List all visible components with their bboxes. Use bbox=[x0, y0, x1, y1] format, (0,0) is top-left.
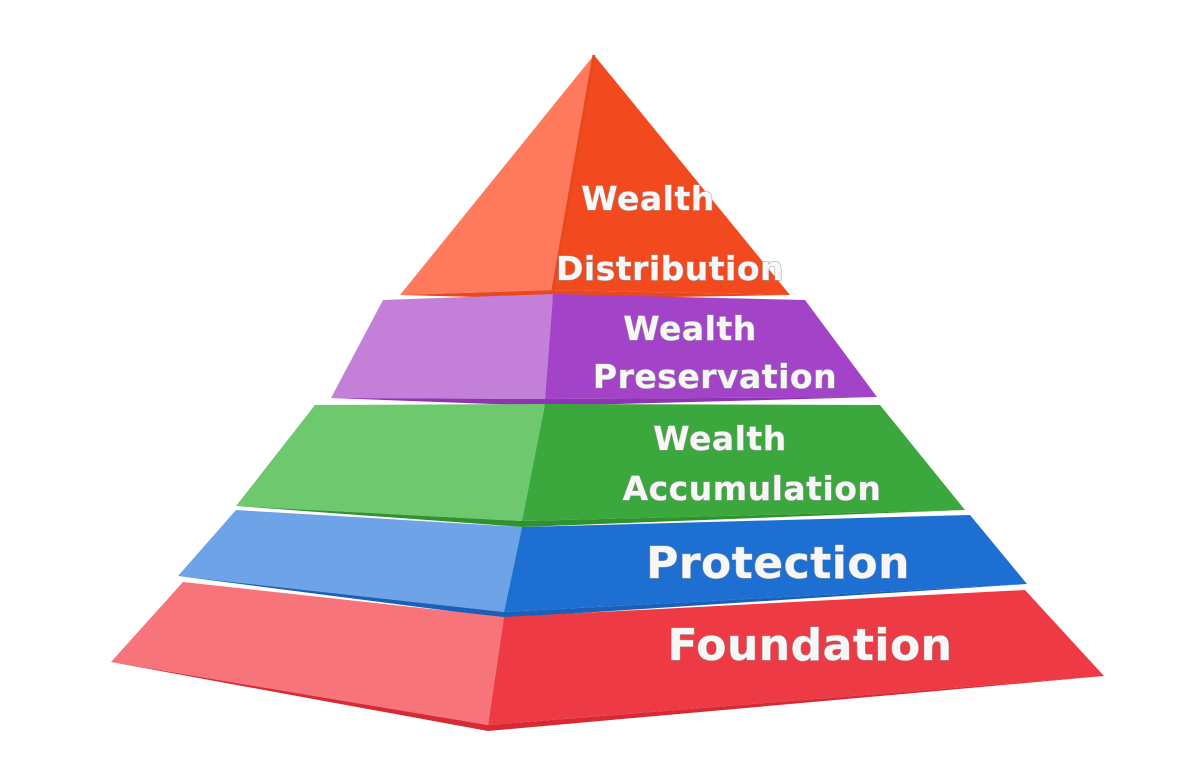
layer-protection-bottom-edge bbox=[178, 576, 1027, 618]
layer-wealth-distribution-left-face bbox=[400, 55, 594, 295]
layer-wealth-accumulation: Wealth Accumulation bbox=[236, 404, 965, 527]
layer-protection-left-face bbox=[178, 510, 522, 612]
layer-wealth-accumulation-label-line1: Wealth bbox=[653, 419, 786, 458]
layer-foundation-label: Foundation bbox=[667, 620, 952, 671]
layer-protection-label: Protection bbox=[646, 538, 910, 589]
layer-foundation-right-face bbox=[488, 590, 1104, 725]
layer-wealth-preservation-label-line2: Preservation bbox=[593, 357, 837, 396]
layer-wealth-preservation-left-face bbox=[331, 294, 553, 399]
layer-protection: Protection bbox=[178, 510, 1027, 618]
layer-wealth-distribution-label-line2: Distribution bbox=[556, 249, 784, 288]
layer-wealth-preservation-bottom-edge bbox=[331, 397, 877, 406]
layer-wealth-accumulation-left-face bbox=[236, 404, 545, 521]
layer-wealth-distribution-label-line1: Wealth bbox=[581, 179, 714, 218]
layer-wealth-preservation-label-line1: Wealth bbox=[623, 309, 756, 348]
layer-protection-right-face bbox=[504, 515, 1027, 612]
layer-wealth-accumulation-label-line2: Accumulation bbox=[623, 469, 882, 508]
layer-foundation-left-face bbox=[111, 582, 504, 725]
layer-foundation-bottom-edge bbox=[111, 662, 1104, 731]
layer-wealth-distribution-ridge bbox=[551, 54, 596, 291]
layer-wealth-accumulation-bottom-edge bbox=[236, 506, 965, 527]
layer-wealth-preservation: Wealth Preservation bbox=[331, 294, 877, 406]
layer-wealth-distribution: Wealth Distribution bbox=[400, 54, 790, 299]
layer-wealth-accumulation-right-face bbox=[522, 404, 965, 521]
layer-wealth-distribution-right-face bbox=[553, 55, 790, 295]
layer-wealth-preservation-right-face bbox=[545, 294, 877, 399]
layer-foundation: Foundation bbox=[111, 582, 1104, 731]
